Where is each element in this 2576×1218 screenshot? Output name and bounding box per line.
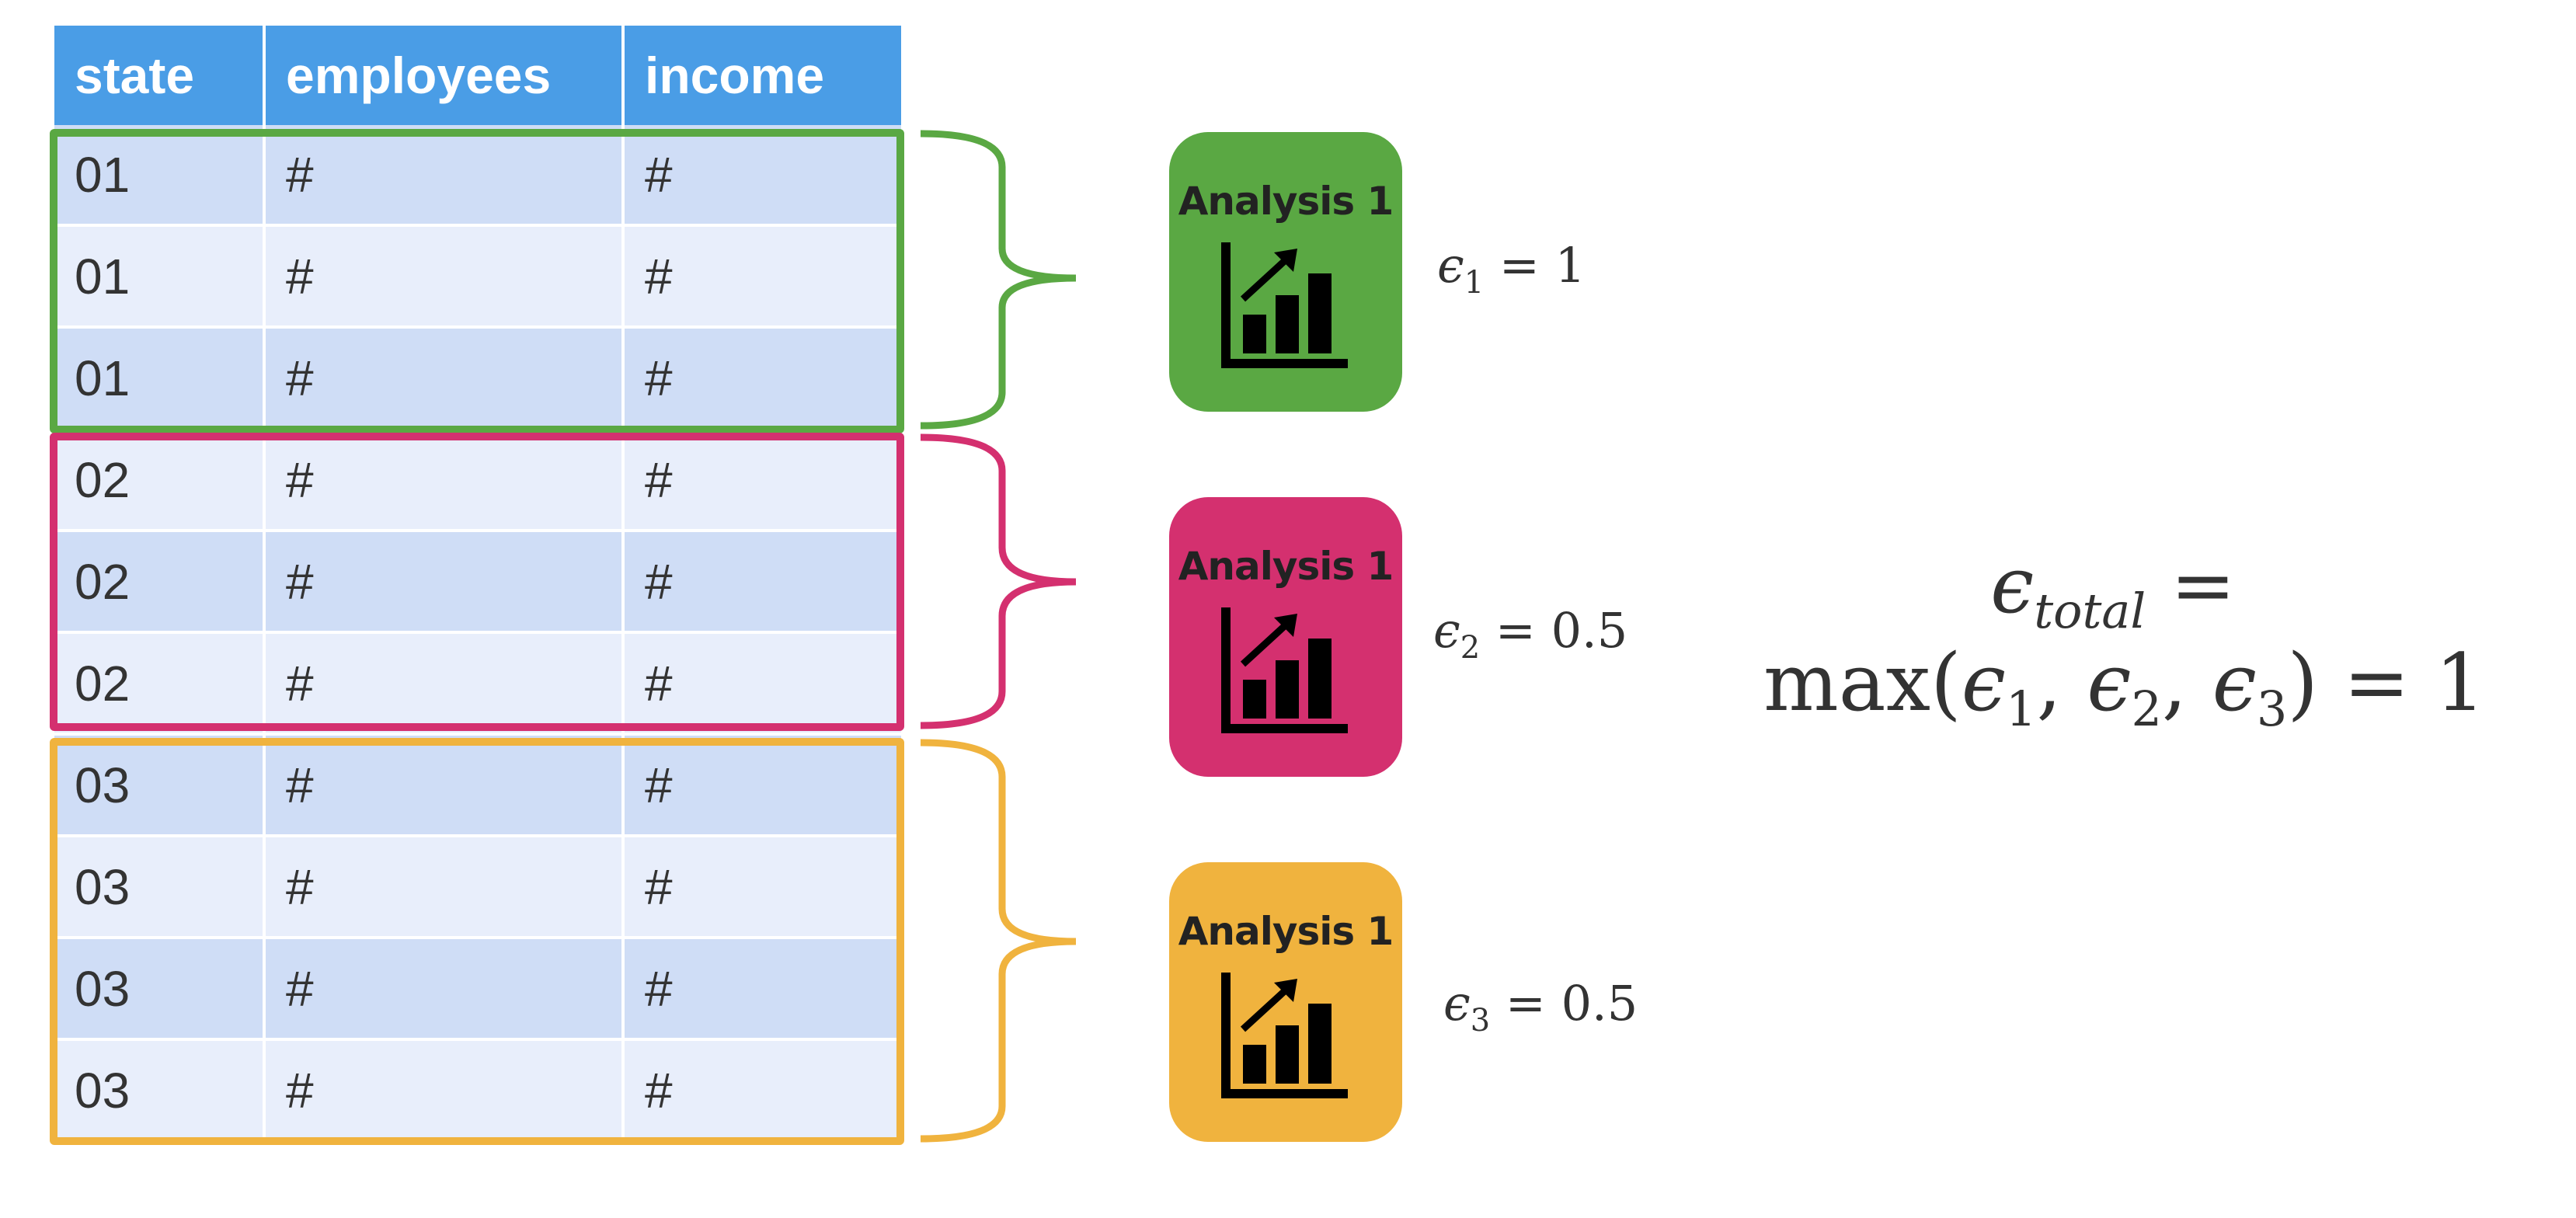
cell-income: # xyxy=(625,227,901,329)
cell-state: 02 xyxy=(54,430,266,532)
table-row: 03## xyxy=(54,736,901,837)
analysis-box-1: Analysis 1 xyxy=(1169,132,1402,412)
cell-income: # xyxy=(625,837,901,939)
epsilon-symbol: ϵ xyxy=(1990,540,2035,631)
epsilon-1-label: ϵ1 = 1 xyxy=(1437,237,1586,301)
epsilon-value: = 1 xyxy=(1499,237,1586,294)
bar-chart-growth-icon xyxy=(1221,242,1348,368)
max-function: max( xyxy=(1763,637,1962,729)
brace-group-03 xyxy=(920,739,1077,1143)
cell-state: 02 xyxy=(54,634,266,736)
cell-income: # xyxy=(625,939,901,1041)
epsilon-symbol: ϵ xyxy=(1443,975,1471,1032)
epsilon-subscript: 3 xyxy=(1470,1003,1491,1039)
comma: , xyxy=(2036,637,2087,729)
epsilon-symbol: ϵ xyxy=(1437,237,1464,294)
cell-employees: # xyxy=(266,634,625,736)
table-body: 01##01##01##02##02##02##03##03##03##03## xyxy=(54,125,901,1143)
cell-employees: # xyxy=(266,532,625,634)
cell-employees: # xyxy=(266,227,625,329)
header-income: income xyxy=(645,47,825,104)
cell-employees: # xyxy=(266,736,625,837)
cell-state: 01 xyxy=(54,227,266,329)
table-row: 01## xyxy=(54,227,901,329)
table-row: 03## xyxy=(54,939,901,1041)
equals-sign: = xyxy=(2146,540,2236,631)
header-state: state xyxy=(54,26,266,125)
epsilon-subscript: total xyxy=(2034,583,2146,639)
epsilon-value: = 0.5 xyxy=(1495,602,1628,659)
cell-state: 03 xyxy=(54,736,266,837)
epsilon-symbol: ϵ xyxy=(2087,637,2132,729)
table-row: 02## xyxy=(54,430,901,532)
epsilon-subscript: 3 xyxy=(2256,680,2288,737)
table-row: 03## xyxy=(54,1041,901,1143)
group-box-state-01 xyxy=(50,129,904,433)
cell-income: # xyxy=(625,532,901,634)
brace-group-02 xyxy=(920,433,1077,729)
epsilon-value: = 0.5 xyxy=(1505,975,1638,1032)
cell-state: 03 xyxy=(54,837,266,939)
cell-state: 02 xyxy=(54,532,266,634)
table-row: 01## xyxy=(54,125,901,227)
cell-state: 01 xyxy=(54,125,266,227)
analysis-label: Analysis 1 xyxy=(1178,909,1394,954)
table-row: 02## xyxy=(54,634,901,736)
epsilon-subscript: 1 xyxy=(1464,265,1485,301)
max-result: ) = 1 xyxy=(2287,637,2486,729)
analysis-label: Analysis 1 xyxy=(1178,544,1394,589)
epsilon-subscript: 1 xyxy=(2006,680,2037,737)
analysis-box-3: Analysis 1 xyxy=(1169,862,1402,1142)
cell-employees: # xyxy=(266,125,625,227)
epsilon-symbol: ϵ xyxy=(2212,637,2257,729)
group-box-state-03 xyxy=(50,738,904,1145)
epsilon-total-line: ϵtotal = xyxy=(1763,540,2463,639)
cell-employees: # xyxy=(266,837,625,939)
table-row: 02## xyxy=(54,532,901,634)
epsilon-3-label: ϵ3 = 0.5 xyxy=(1443,975,1638,1039)
brace-group-01 xyxy=(920,130,1077,430)
cell-employees: # xyxy=(266,939,625,1041)
header-employees: employees xyxy=(266,26,625,125)
analysis-label: Analysis 1 xyxy=(1178,179,1394,224)
cell-income: # xyxy=(625,736,901,837)
epsilon-symbol: ϵ xyxy=(1433,602,1460,659)
max-formula-line: max(ϵ1, ϵ2, ϵ3) = 1 xyxy=(1763,637,2485,737)
bar-chart-growth-icon xyxy=(1221,973,1348,1098)
table-row: 03## xyxy=(54,837,901,939)
epsilon-2-label: ϵ2 = 0.5 xyxy=(1433,602,1627,666)
cell-employees: # xyxy=(266,430,625,532)
bar-chart-growth-icon xyxy=(1221,607,1348,733)
comma: , xyxy=(2161,637,2212,729)
cell-income: # xyxy=(625,634,901,736)
group-box-state-02 xyxy=(50,433,904,731)
cell-state: 03 xyxy=(54,939,266,1041)
analysis-box-2: Analysis 1 xyxy=(1169,497,1402,777)
epsilon-symbol: ϵ xyxy=(1961,637,2006,729)
cell-income: # xyxy=(625,125,901,227)
epsilon-subscript: 2 xyxy=(2131,680,2162,737)
table-header: state employees income xyxy=(54,26,901,125)
epsilon-subscript: 2 xyxy=(1460,630,1481,666)
data-table: state employees income 01##01##01##02##0… xyxy=(54,26,901,1143)
cell-income: # xyxy=(625,430,901,532)
